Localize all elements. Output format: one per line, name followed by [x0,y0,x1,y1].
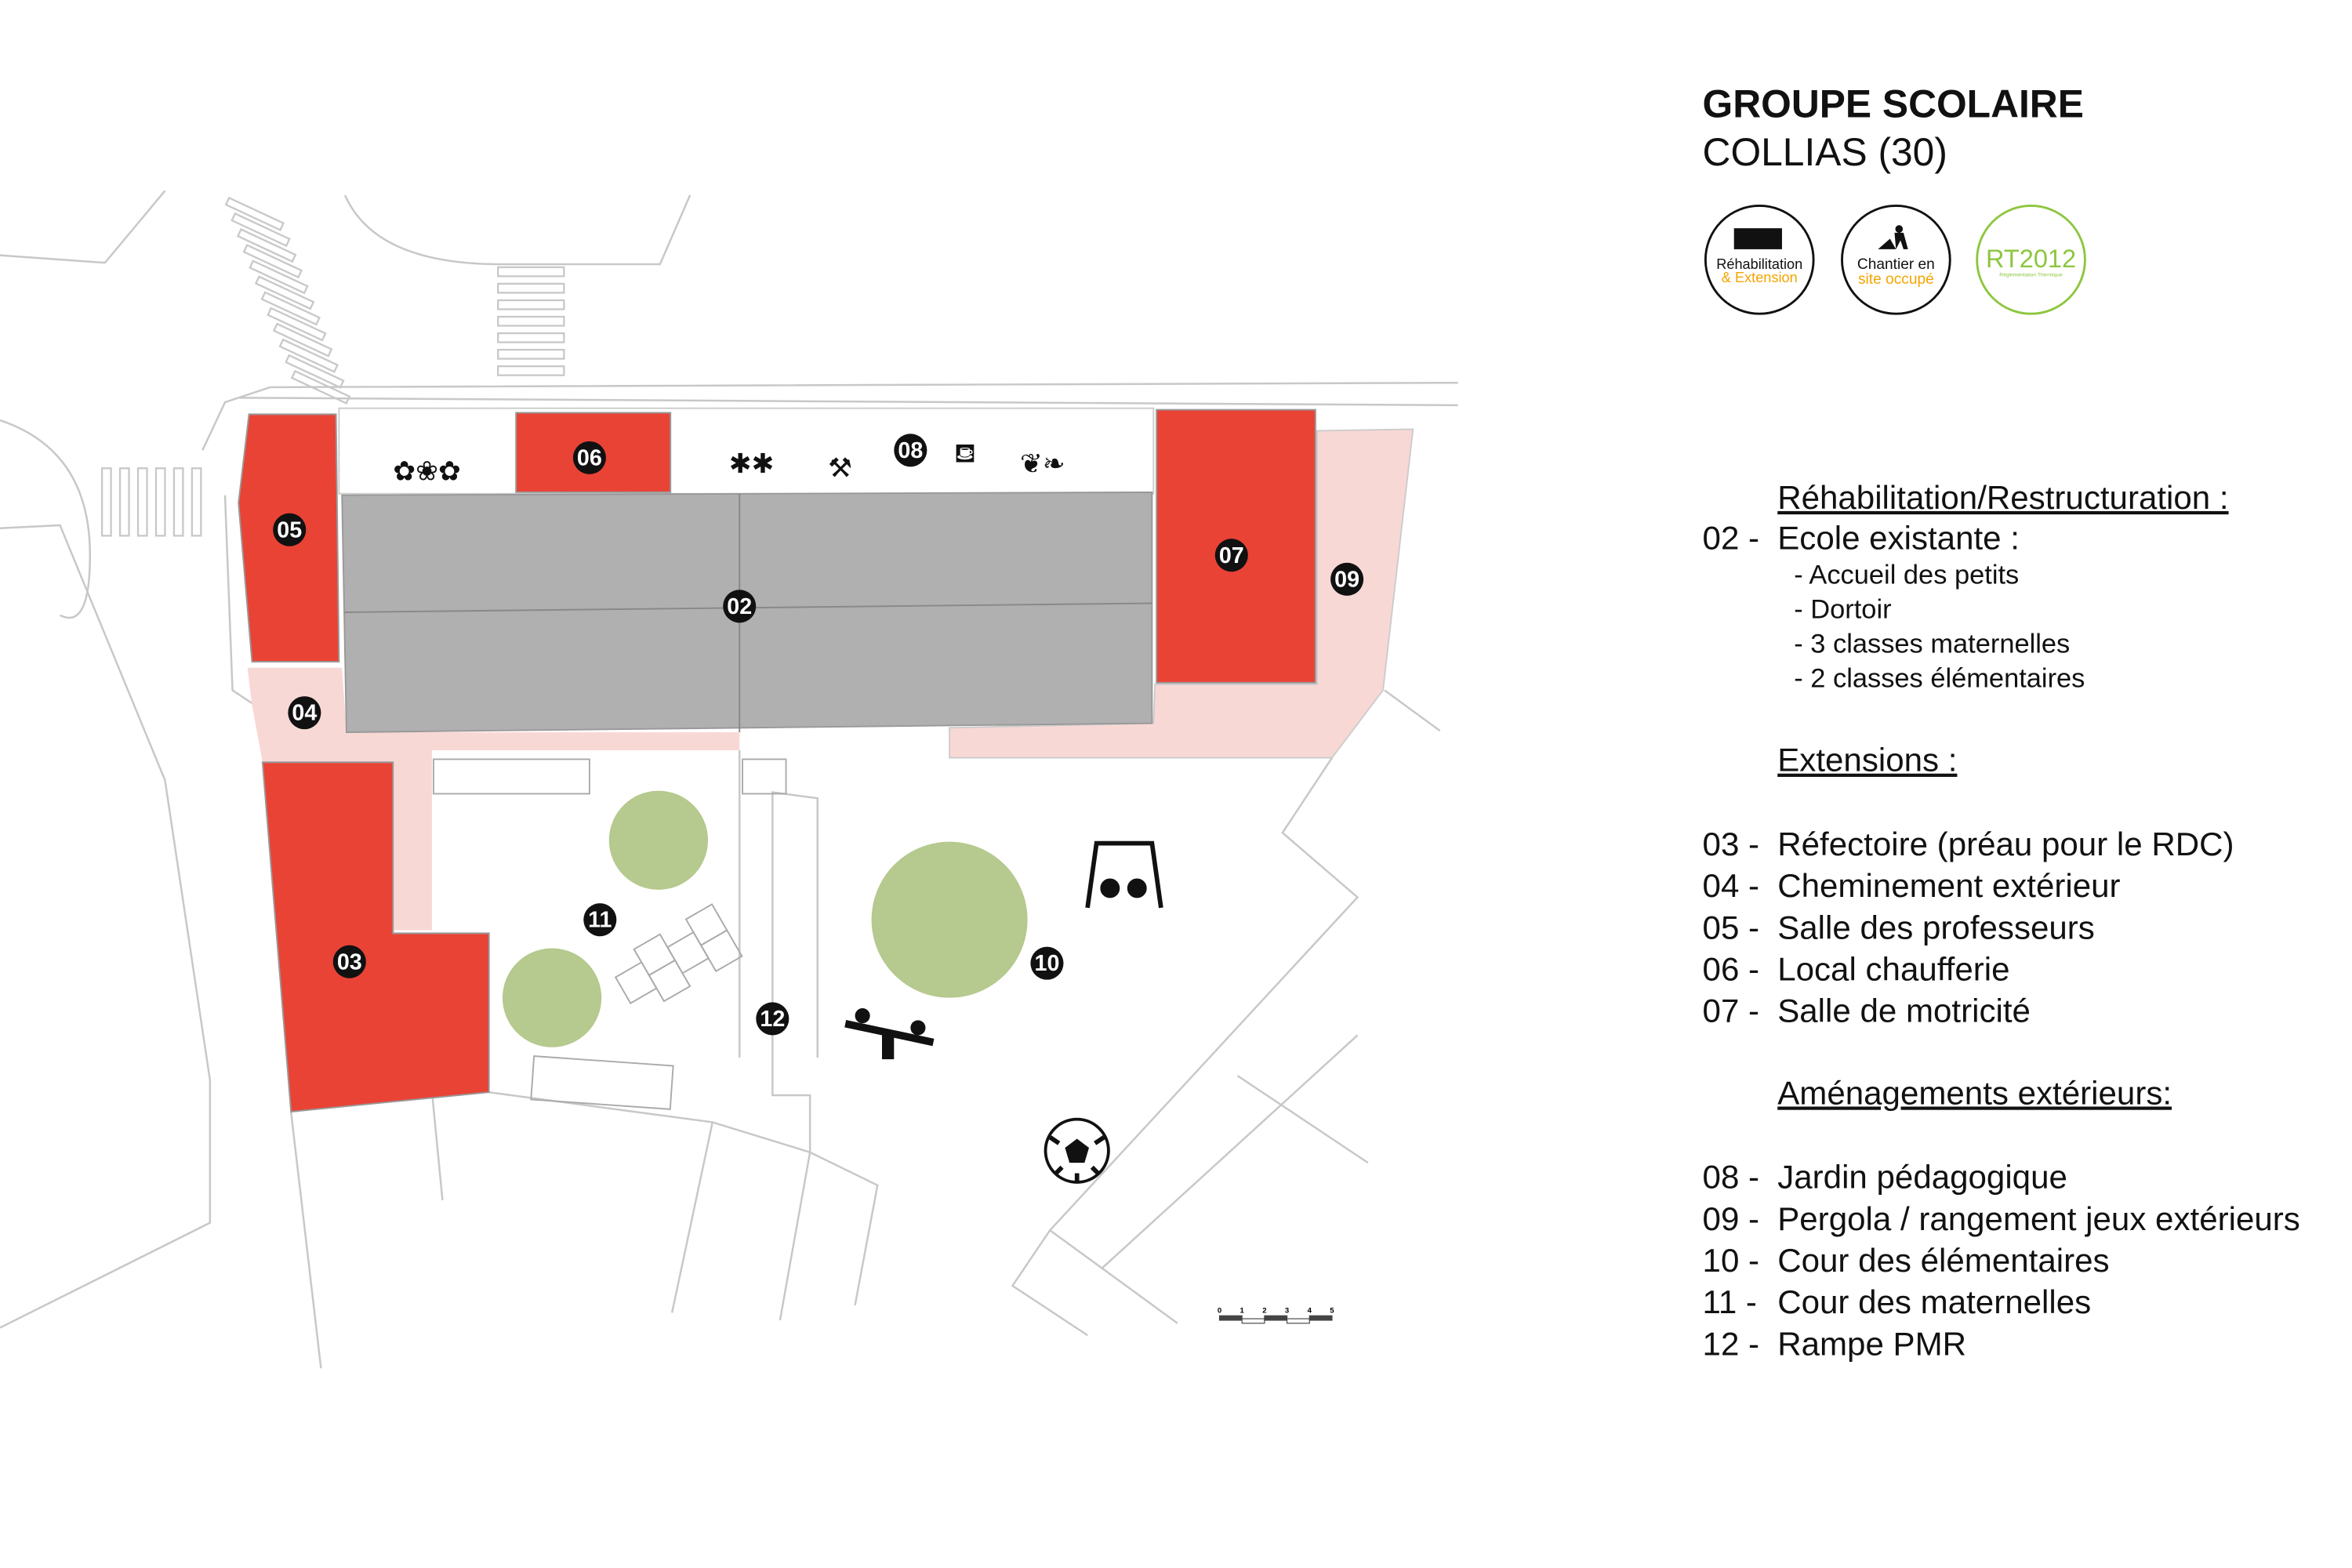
stairs [432,758,787,1110]
marker-09: 09 [1330,562,1364,596]
marker-05: 05 [273,513,307,546]
context-lines [0,190,1458,1369]
badge-rehabilitation: Réhabilitation & Extension [1704,205,1815,315]
svg-text:02: 02 [727,594,752,619]
badge-rt2012: RT2012 Réglementation Thermique [1976,205,2086,315]
badge-chantier: Chantier en site occupé [1841,205,1951,315]
svg-text:03: 03 [337,949,362,975]
marker-11: 11 [583,903,617,937]
marker-12: 12 [756,1002,789,1036]
title-line1: GROUPE SCOLAIRE [1703,82,2084,126]
legend-label: Cour des élémentaires [1777,1242,2109,1279]
legend-label: Pergola / rangement jeux extérieurs [1777,1200,2300,1237]
marker-04: 04 [288,696,321,730]
garden-tools-icon: ⚒ [828,453,852,485]
svg-text:RT2012: RT2012 [1986,245,2076,273]
marker-07: 07 [1214,539,1248,572]
svg-text:- 2 classes élémentaires: - 2 classes élémentaires [1794,664,2085,694]
svg-text:12: 12 [760,1007,785,1032]
flowers-icon: ✿❀✿ [393,456,461,488]
svg-text:- 3 classes maternelles: - 3 classes maternelles [1794,630,2070,659]
scale-tick: 3 [1285,1306,1289,1315]
vegetables-icon: ❦❧ [1020,448,1065,480]
garden-strip [338,407,1155,495]
legend-label: Cour des maternelles [1777,1283,2091,1320]
legend-number: 10 - [1703,1242,1760,1279]
svg-text:02 -: 02 - [1703,520,1760,557]
legend-label: Réfectoire (préau pour le RDC) [1777,826,2234,862]
svg-text:11: 11 [588,908,612,933]
legend-label: Local chaufferie [1777,950,2009,987]
crosswalks [100,196,565,537]
watering-can-icon: ⛾ [954,438,976,470]
svg-text:Ecole existante :: Ecole existante : [1777,520,2020,557]
seesaw-icon [844,1008,935,1060]
trees [502,790,1028,1047]
scale-bar: 0 1 2 3 4 5 [1218,1306,1334,1324]
svg-text:& Extension: & Extension [1722,270,1798,285]
marker-08: 08 [894,434,927,467]
building-03 [261,761,490,1113]
garden-icons: ✿❀✿ ✱✱ ⚒ ⛾ ❦❧ [393,438,1065,488]
legend: Réhabilitation/Restructuration : 02 - Ec… [1703,479,2300,1362]
svg-text:site occupé: site occupé [1858,271,1934,288]
worker-shovel-icon [1878,225,1908,249]
legend-number: 05 - [1703,909,1760,946]
svg-text:04: 04 [292,701,317,726]
zone-04-exterior-path [247,667,740,931]
legend-label: Cheminement extérieur [1777,867,2120,904]
heading-amenagements: Aménagements extérieurs: [1777,1074,2172,1111]
legend-number: 12 - [1703,1325,1760,1362]
svg-text:05: 05 [277,517,302,543]
hopscotch-icon [614,903,743,1004]
heading-extensions: Extensions : [1777,742,1957,779]
legend-number: 08 - [1703,1159,1760,1196]
svg-text:Chantier en: Chantier en [1857,256,1935,273]
marker-02: 02 [723,590,757,623]
legend-number: 07 - [1703,993,1760,1029]
svg-text:09: 09 [1334,567,1359,592]
tree [502,948,602,1047]
tree [871,841,1028,998]
legend-number: 06 - [1703,950,1760,987]
scale-tick: 2 [1262,1306,1266,1315]
legend-number: 04 - [1703,867,1760,904]
scale-tick: 5 [1330,1306,1334,1315]
svg-text:Réhabilitation: Réhabilitation [1716,256,1802,272]
legend-label: Salle des professeurs [1777,909,2095,946]
svg-text:- Dortoir: - Dortoir [1794,595,1891,625]
scale-tick: 0 [1218,1306,1221,1315]
title-line2: COLLIAS (30) [1703,130,1947,174]
svg-text:07: 07 [1219,543,1244,568]
legend-label: Rampe PMR [1777,1325,1966,1362]
puzzle-icon [1733,228,1782,249]
scale-tick: 1 [1240,1306,1245,1315]
legend-label: Jardin pédagogique [1777,1159,2067,1196]
tree [608,790,709,890]
legend-number: 11 - [1703,1283,1757,1320]
svg-text:08: 08 [898,438,923,463]
swing-icon [1085,840,1163,909]
scale-tick: 4 [1308,1306,1312,1315]
legend-label: Salle de motricité [1777,993,2031,1029]
soccer-ball-icon [1044,1117,1110,1184]
legend-number: 03 - [1703,826,1760,862]
svg-text:- Accueil des petits: - Accueil des petits [1794,561,2019,590]
insects-icon: ✱✱ [729,448,775,480]
svg-text:10: 10 [1034,951,1059,976]
heading-rehab: Réhabilitation/Restructuration : [1777,479,2228,516]
svg-text:Réglementation Thermique: Réglementation Thermique [1999,272,2063,278]
legend-number: 09 - [1703,1200,1760,1237]
marker-03: 03 [332,945,366,978]
svg-text:06: 06 [577,445,602,470]
marker-06: 06 [572,441,606,474]
zone-09-pergola [949,428,1414,759]
marker-10: 10 [1030,946,1064,980]
